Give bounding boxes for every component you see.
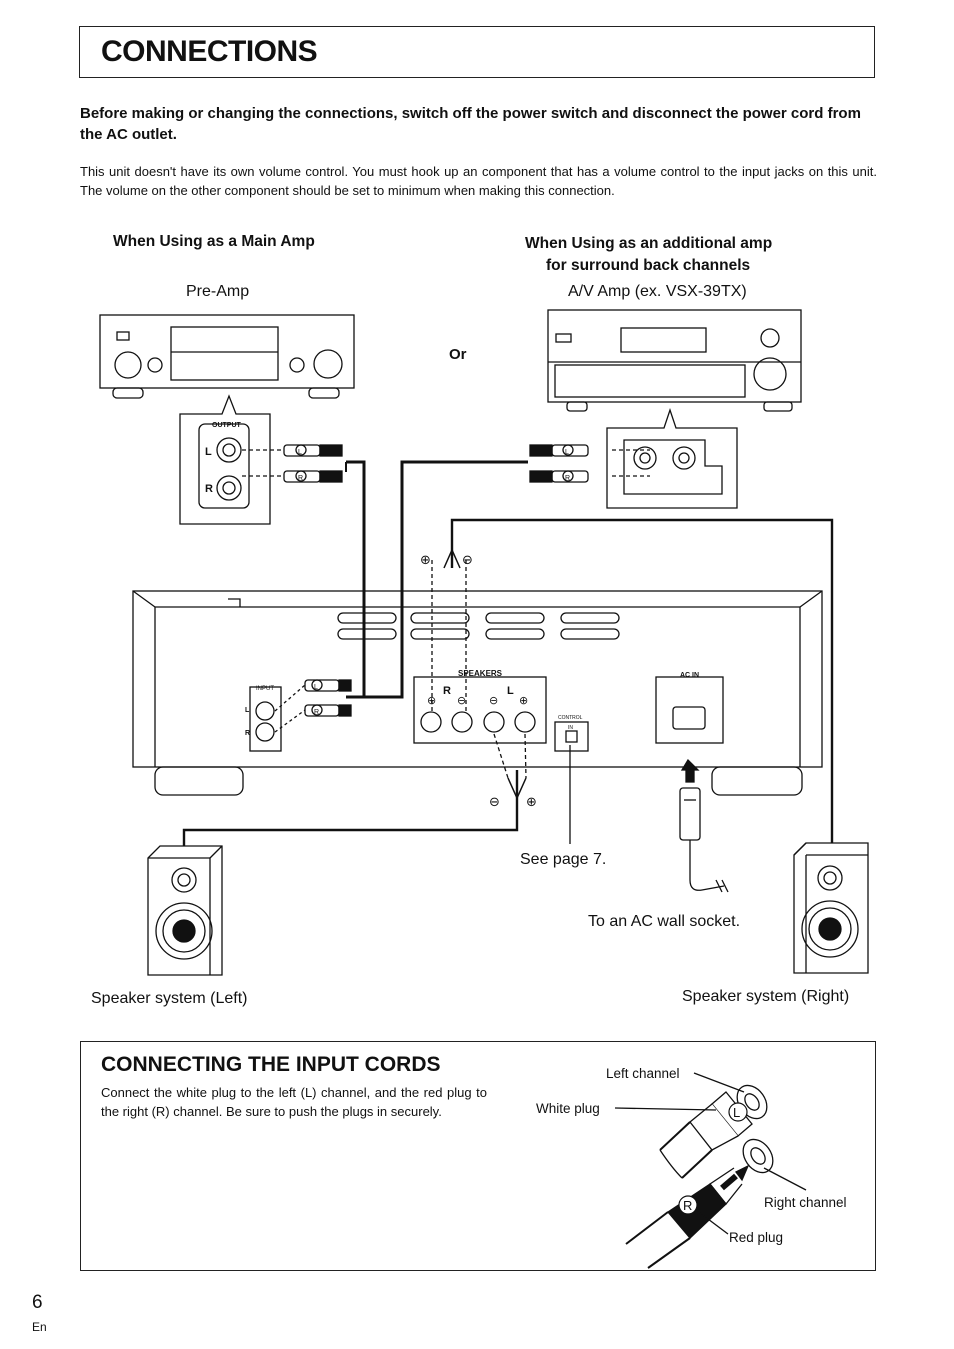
plug-r-3: R xyxy=(314,709,319,716)
heading-main-amp: When Using as a Main Amp xyxy=(113,233,315,250)
speakers-label: SPEAKERS xyxy=(458,669,503,678)
avamp-label: A/V Amp (ex. VSX-39TX) xyxy=(568,283,747,300)
svg-text:⊕: ⊕ xyxy=(526,795,537,810)
input-cords-box xyxy=(80,1041,876,1271)
avamp-plugs xyxy=(529,444,589,483)
leader-left-channel xyxy=(693,1072,745,1093)
ac-socket-label: To an AC wall socket. xyxy=(588,913,741,930)
plug-l-1: L xyxy=(298,449,302,456)
leader-right-channel xyxy=(763,1167,807,1191)
plug-l-marker: L xyxy=(733,1105,740,1120)
speaker-cable-right xyxy=(450,518,834,843)
right-channel-label: Right channel xyxy=(764,1195,847,1210)
input-r: R xyxy=(245,730,250,737)
control-label: CONTROL xyxy=(558,715,583,721)
svg-text:⊖: ⊖ xyxy=(489,694,498,707)
page-language: En xyxy=(32,1320,47,1334)
input-plugs xyxy=(274,679,352,733)
preamp-plugs xyxy=(283,444,343,483)
control-in-label: IN xyxy=(568,725,573,731)
input-l: L xyxy=(245,707,250,714)
preamp-output-callout xyxy=(179,394,271,525)
warning-text: Before making or changing the connection… xyxy=(80,105,861,143)
red-plug-label: Red plug xyxy=(729,1230,784,1245)
speaker-right-label: Speaker system (Right) xyxy=(682,988,850,1005)
cable-preamp-left xyxy=(346,460,366,699)
see-page-label: See page 7. xyxy=(520,851,607,868)
svg-text:⊖: ⊖ xyxy=(489,795,500,810)
svg-text:⊕: ⊕ xyxy=(427,694,436,707)
output-r: R xyxy=(205,483,213,495)
output-label: OUTPUT xyxy=(212,422,242,429)
acin-label: AC IN xyxy=(680,672,699,679)
svg-text:⊖: ⊖ xyxy=(457,694,466,707)
svg-text:⊕: ⊕ xyxy=(519,694,528,707)
plug-r-1: R xyxy=(298,475,303,482)
speakers-l: L xyxy=(507,685,514,697)
avamp-output-callout xyxy=(606,407,738,509)
input-cords-text: Connect the white plug to the left (L) c… xyxy=(101,1085,487,1119)
speaker-cable-left xyxy=(182,770,519,850)
plug-l-2: L xyxy=(565,449,569,456)
svg-text:⊖: ⊖ xyxy=(462,553,473,568)
heading-additional-amp: When Using as an additional amp for surr… xyxy=(525,233,845,277)
red-plug-illustration xyxy=(625,1138,774,1269)
left-channel-label: Left channel xyxy=(606,1066,680,1081)
preamp-label: Pre-Amp xyxy=(186,283,250,300)
speaker-right xyxy=(793,842,869,974)
output-l: L xyxy=(205,446,212,458)
heading-additional-line1: When Using as an additional amp xyxy=(525,235,773,252)
plug-l-3: L xyxy=(314,684,318,691)
ac-cord xyxy=(679,758,729,893)
power-amp-unit xyxy=(132,590,823,796)
speaker-left xyxy=(147,845,223,976)
plug-r-2: R xyxy=(565,475,570,482)
white-plug-label: White plug xyxy=(536,1101,600,1116)
speakers-r: R xyxy=(443,685,451,697)
svg-text:⊕: ⊕ xyxy=(420,553,431,568)
input-cords-title: CONNECTING THE INPUT CORDS xyxy=(101,1053,441,1076)
avamp-unit xyxy=(547,309,802,412)
or-label: Or xyxy=(449,346,467,363)
title-box xyxy=(79,26,875,78)
leader-red-plug xyxy=(695,1209,729,1235)
cable-avamp-input xyxy=(364,460,528,699)
intro-text: This unit doesn't have its own volume co… xyxy=(80,164,877,198)
speaker-left-label: Speaker system (Left) xyxy=(91,990,248,1007)
leader-white-plug xyxy=(614,1107,717,1111)
input-label: INPUT xyxy=(256,686,274,692)
page-number: 6 xyxy=(32,1292,43,1313)
heading-additional-line2: for surround back channels xyxy=(546,257,751,274)
plug-r-marker: R xyxy=(683,1198,692,1213)
preamp-unit xyxy=(99,314,355,399)
page-title: CONNECTIONS xyxy=(101,35,318,68)
